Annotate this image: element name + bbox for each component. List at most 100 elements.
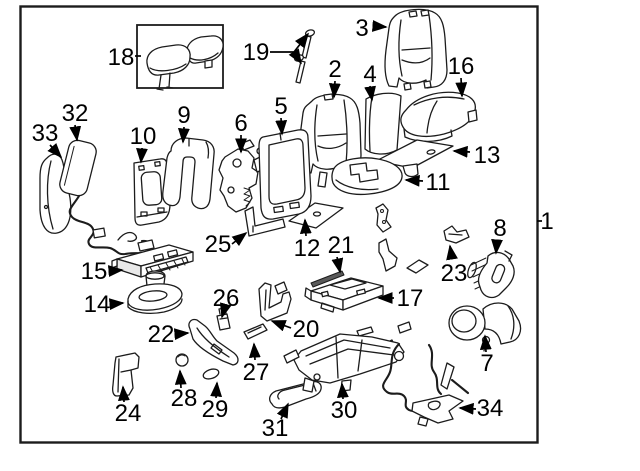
callout-number-1: 1	[540, 208, 553, 235]
leader-arrow	[371, 20, 388, 32]
part-14-pedestal-cover	[127, 270, 183, 314]
part-3-seat-back-assembly	[384, 8, 448, 91]
part-30-track-frame	[283, 321, 470, 395]
callout-16: 16	[448, 53, 475, 98]
leader-arrow	[173, 328, 190, 341]
callout-30: 30	[331, 382, 358, 424]
leader-arrow	[220, 302, 232, 319]
callout-number-24: 24	[115, 400, 142, 427]
part-20-bracket	[258, 281, 292, 322]
leader-arrow	[270, 320, 292, 332]
callout-number-16: 16	[448, 53, 475, 80]
callout-number-4: 4	[363, 61, 376, 88]
callout-number-12: 12	[294, 235, 321, 262]
callout-number-28: 28	[171, 385, 198, 412]
leader-arrow	[276, 402, 289, 420]
callout-7: 7	[479, 334, 494, 377]
part-4-back-panel	[364, 92, 402, 155]
callout-number-17: 17	[397, 285, 424, 312]
callout-10: 10	[130, 123, 157, 164]
callout-3: 3	[355, 15, 388, 42]
leader-arrow	[446, 244, 458, 261]
part-22-side-trim	[188, 318, 239, 366]
leader-arrow	[275, 117, 288, 136]
leader-arrow	[288, 48, 302, 65]
part-5-back-frame	[258, 129, 312, 220]
callout-31: 31	[262, 402, 289, 442]
callout-32: 32	[62, 100, 89, 142]
callout-18: 18	[108, 44, 141, 71]
callout-number-15: 15	[81, 258, 108, 285]
callout-5: 5	[274, 93, 288, 136]
callout-2: 2	[328, 56, 342, 99]
leader-arrow	[47, 142, 63, 159]
diagram-border	[19, 5, 539, 444]
callout-number-25: 25	[205, 231, 232, 258]
leader-arrow	[328, 80, 341, 99]
callout-34: 34	[458, 395, 504, 422]
part-hinge-brackets	[375, 203, 429, 274]
callout-27: 27	[243, 342, 270, 386]
part-18-headrest-box	[136, 24, 224, 91]
leader-arrow	[455, 77, 468, 98]
part-9-trim-frame	[162, 137, 215, 210]
part-23-bracket	[443, 225, 470, 244]
callout-23: 23	[441, 244, 468, 287]
leader-arrow	[364, 85, 376, 102]
callout-33: 33	[32, 120, 63, 159]
callout-14: 14	[84, 291, 125, 318]
callout-12: 12	[294, 218, 321, 262]
callout-24: 24	[115, 385, 142, 427]
callout-number-11: 11	[426, 169, 451, 196]
part-34-wiring-harness	[382, 342, 464, 427]
callout-number-31: 31	[262, 415, 289, 442]
callout-25: 25	[205, 231, 248, 258]
callout-number-14: 14	[84, 291, 111, 318]
leader-arrow	[174, 369, 187, 389]
callout-number-23: 23	[441, 260, 468, 287]
callout-number-33: 33	[32, 120, 59, 147]
callout-22: 22	[148, 321, 190, 348]
callout-number-34: 34	[477, 395, 504, 422]
callout-number-26: 26	[213, 285, 240, 312]
callout-number-7: 7	[480, 350, 493, 377]
callout-15: 15	[81, 258, 124, 285]
part-25-bracket	[244, 206, 286, 237]
leader-arrow	[177, 126, 190, 144]
callout-number-27: 27	[243, 359, 270, 386]
callout-number-32: 32	[62, 100, 89, 127]
leader-arrow	[299, 218, 312, 237]
part-11-cushion-pad	[331, 157, 403, 196]
callout-number-10: 10	[130, 123, 157, 150]
callout-number-5: 5	[274, 93, 287, 120]
part-8-lumbar-motor	[467, 250, 515, 299]
leader-arrow	[331, 256, 344, 274]
leader-arrow	[117, 385, 130, 403]
callout-number-3: 3	[355, 15, 368, 42]
callout-number-8: 8	[493, 215, 506, 242]
leader-arrow	[69, 124, 82, 142]
callout-number-6: 6	[234, 110, 247, 137]
part-32-airbag-module	[59, 139, 155, 256]
leader-arrow	[248, 342, 261, 361]
part-10-back-board	[133, 158, 171, 226]
part-21-torsion-rod	[310, 270, 345, 288]
callout-9: 9	[177, 102, 191, 144]
leader-arrow	[452, 145, 471, 158]
callout-4: 4	[363, 61, 377, 102]
leader-arrow	[458, 402, 477, 415]
callout-number-30: 30	[331, 397, 358, 424]
callout-8: 8	[491, 215, 507, 255]
callout-number-29: 29	[202, 396, 229, 423]
leader-arrow	[107, 265, 124, 277]
leader-arrow	[491, 238, 503, 255]
callout-29: 29	[202, 381, 229, 423]
callout-17: 17	[377, 285, 424, 312]
callout-number-9: 9	[177, 102, 190, 129]
part-28-knob	[175, 353, 189, 367]
part-29-cap	[202, 368, 220, 380]
callout-number-19: 19	[243, 39, 270, 66]
